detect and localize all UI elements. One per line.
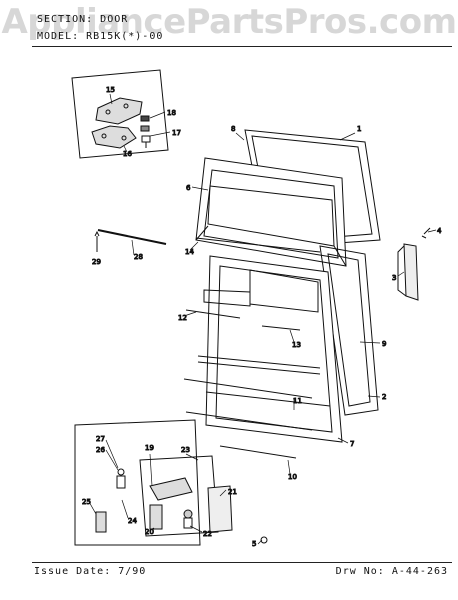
door-bar-14 bbox=[195, 237, 321, 253]
issue-date: Issue Date: 7/90 bbox=[34, 566, 147, 577]
callout-22: 22 bbox=[203, 530, 212, 538]
callout-27: 27 bbox=[96, 435, 105, 443]
fresh-food-door-gasket bbox=[319, 245, 379, 416]
callout-3: 3 bbox=[392, 274, 396, 282]
door-bar-upper bbox=[183, 378, 313, 399]
callout-12: 12 bbox=[178, 314, 187, 322]
callout-11: 11 bbox=[293, 397, 302, 405]
callout-6: 6 bbox=[186, 184, 191, 192]
callout-18: 18 bbox=[167, 109, 176, 117]
callout-4: 4 bbox=[437, 227, 442, 235]
shelf-rail-12 bbox=[185, 309, 241, 319]
part-callouts: 1 2 3 4 5 6 7 8 9 10 11 12 13 14 15 16 1… bbox=[82, 86, 443, 549]
callout-13: 13 bbox=[292, 341, 301, 349]
callout-14: 14 bbox=[185, 248, 194, 256]
drawing-number: Drw No: A-44-263 bbox=[335, 566, 448, 577]
callout-1: 1 bbox=[357, 125, 361, 133]
door-handle bbox=[397, 243, 419, 301]
callout-28: 28 bbox=[134, 253, 143, 261]
callout-23: 23 bbox=[181, 446, 190, 454]
callout-24: 24 bbox=[128, 517, 137, 525]
trim-strip-28 bbox=[97, 229, 167, 245]
fresh-food-door-liner bbox=[197, 255, 343, 443]
callout-8: 8 bbox=[231, 125, 235, 133]
footer-rule bbox=[32, 562, 452, 563]
callout-5: 5 bbox=[252, 540, 256, 548]
door-bar-lower bbox=[185, 411, 313, 431]
model-title: MODEL: RB15K(*)-00 bbox=[37, 31, 164, 42]
callout-7: 7 bbox=[350, 440, 354, 448]
bottom-hinge-detail bbox=[139, 455, 268, 544]
header-rule bbox=[32, 46, 452, 47]
callout-20: 20 bbox=[145, 528, 154, 536]
callout-16: 16 bbox=[123, 150, 132, 158]
callout-25: 25 bbox=[82, 498, 91, 506]
callout-26: 26 bbox=[96, 446, 105, 454]
callout-2: 2 bbox=[382, 393, 386, 401]
callout-29: 29 bbox=[92, 258, 101, 266]
callout-17: 17 bbox=[172, 129, 181, 137]
freezer-door-liner bbox=[195, 157, 347, 267]
shelf-rail-13 bbox=[261, 325, 301, 331]
top-hinge-inset bbox=[71, 69, 169, 159]
screw-29-head bbox=[94, 230, 100, 237]
door-bar-10 bbox=[219, 445, 297, 459]
callout-21: 21 bbox=[228, 488, 237, 496]
callout-9: 9 bbox=[382, 340, 386, 348]
watermark: AppliancePartsPros.com bbox=[1, 2, 457, 42]
section-title: SECTION: DOOR bbox=[37, 14, 129, 25]
bottom-hinge-inset bbox=[74, 419, 201, 546]
callout-15: 15 bbox=[106, 86, 115, 94]
handle-screw-4 bbox=[421, 227, 431, 239]
callout-10: 10 bbox=[288, 473, 297, 481]
leader-lines bbox=[87, 93, 437, 545]
callout-19: 19 bbox=[145, 444, 154, 452]
